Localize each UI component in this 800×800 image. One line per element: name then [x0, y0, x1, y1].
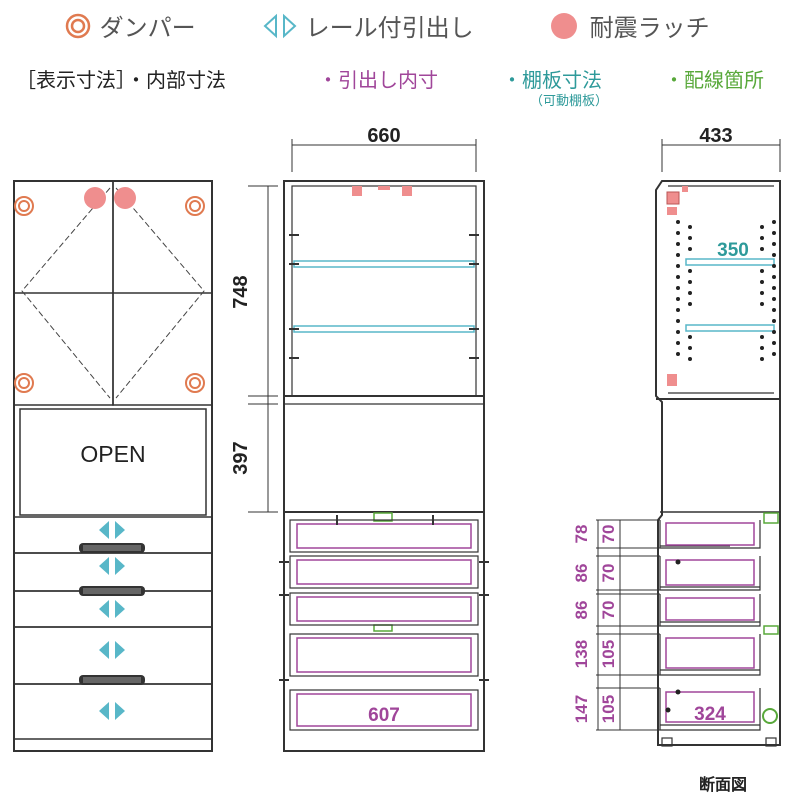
side-cabinet-outline: [655, 180, 781, 746]
side-drawer-inner-2: [665, 559, 755, 586]
drawer-outer-h-2: 86: [572, 564, 591, 583]
damper-icon: [65, 13, 91, 39]
drawer-outer-h-5: 147: [572, 695, 591, 723]
mid-wiring-1: [373, 512, 393, 522]
legend-rail-text: レール付引出し: [305, 14, 474, 42]
side-drawer-inner-3: [665, 597, 755, 621]
mid-dimension-lines: [248, 139, 477, 513]
depth-dimension: 433: [699, 125, 732, 147]
legend-drawer-inner: ・引出し内寸: [318, 68, 438, 92]
drawer-outer-h-3: 86: [572, 601, 591, 620]
width-dimension: 660: [367, 125, 400, 147]
side-latch-top: [666, 191, 680, 205]
front-latch-left: [84, 187, 106, 209]
drawer-inner-h-4: 105: [599, 640, 618, 668]
legend-latch: 耐震ラッチ: [546, 8, 710, 43]
drawer-depth-dimension: 324: [694, 704, 726, 725]
side-wiring-2: [763, 625, 779, 635]
side-drawer-inner-5: [665, 691, 755, 723]
side-section-view: [655, 180, 781, 747]
drawer-inner-h-2: 70: [599, 564, 618, 583]
upper-height-dimension: 748: [230, 275, 252, 308]
latch-dot-icon: [551, 13, 577, 39]
drawer-width-dimension: 607: [368, 705, 400, 726]
drawer-inner-h-3: 70: [599, 601, 618, 620]
mid-drawer-inner-4: [296, 637, 472, 673]
mid-drawer-inner-3: [296, 596, 472, 622]
front-open-section: [19, 408, 207, 516]
legend-rail: レール付引出し: [262, 8, 474, 43]
legend-shelf-sub: （可動棚板）: [530, 94, 609, 109]
middle-section-view: [279, 180, 489, 752]
mid-drawer-inner-1: [296, 523, 472, 549]
legend-damper-text: ダンパー: [99, 14, 196, 42]
section-caption: 断面図: [699, 775, 747, 794]
rail-arrows-icon: [263, 13, 297, 39]
side-wiring-hole: [762, 708, 778, 724]
mid-drawer-inner-2: [296, 559, 472, 585]
drawer-handle-3[interactable]: [79, 675, 145, 685]
front-latch-right: [114, 187, 136, 209]
side-drawer-inner-1: [665, 522, 755, 546]
side-shelf-2: [685, 324, 775, 332]
mid-cabinet-outline: [283, 180, 485, 752]
legend-damper: ダンパー: [64, 8, 196, 43]
drawer-outer-h-4: 138: [572, 640, 591, 668]
mid-latch-right: [402, 186, 412, 196]
side-wiring-1: [763, 512, 779, 524]
legend-latch-text: 耐震ラッチ: [589, 14, 710, 42]
side-dimension-lines: [596, 139, 781, 731]
mid-latch-left: [352, 186, 362, 196]
legend-shelf: ・棚板寸法: [502, 68, 602, 92]
open-label: OPEN: [80, 441, 145, 467]
door-opening-lines: [21, 187, 205, 399]
drawer-inner-h-5: 105: [599, 695, 618, 723]
drawer-inner-h-1: 70: [599, 525, 618, 544]
side-latch-bottom: [667, 374, 677, 386]
drawer-handle-1[interactable]: [79, 543, 145, 553]
mid-drawer-inner-5: [296, 693, 472, 727]
legend-dims: ［表示寸法］・内部寸法: [16, 68, 226, 92]
side-shelf-1: [685, 258, 775, 266]
middle-height-dimension: 397: [230, 441, 252, 474]
side-drawer-inner-4: [665, 637, 755, 669]
shelf-depth-dimension: 350: [717, 240, 749, 261]
drawer-handle-2[interactable]: [79, 586, 145, 596]
front-view: [13, 180, 213, 752]
drawer-outer-h-1: 78: [572, 525, 591, 544]
legend-wiring: ・配線箇所: [664, 68, 764, 92]
shelf-pin-holes: [676, 220, 776, 361]
